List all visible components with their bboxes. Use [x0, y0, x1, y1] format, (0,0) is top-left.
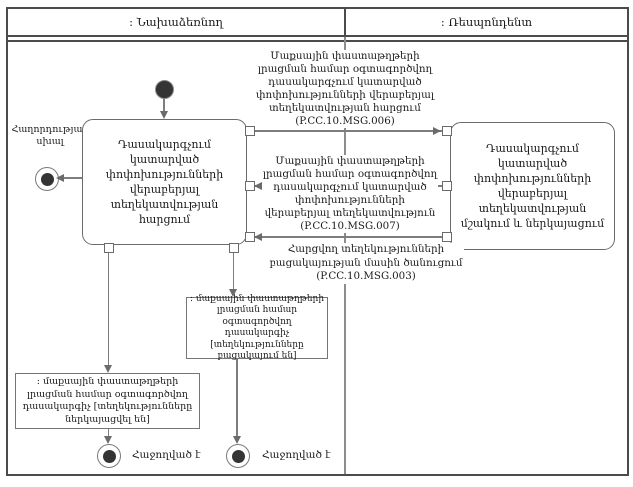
final-node-success-left [97, 444, 121, 468]
message-label-msg003: Հարցվող տեղեկությունների բացակայության մ… [268, 243, 464, 284]
object-classifier-presented-label: : մաքսային փաստաթղթերի լրացման համար օգտ… [22, 376, 193, 425]
activity-process-info: Դասակարգչում կատարված փոփոխությունների վ… [450, 122, 615, 250]
final-node-error [35, 167, 59, 191]
swimlane-respondent-label: : Ռեսպոնդենտ [440, 15, 533, 29]
object-classifier-absent-label: : մաքսային փաստաթղթերի լրացման համար օգտ… [189, 293, 325, 362]
arrowhead-object-presented-down-icon [103, 365, 112, 373]
pin-process-out-msg003 [442, 232, 452, 242]
arrowhead-final-left-down-icon [103, 436, 112, 444]
flow-msg003 [253, 236, 442, 238]
pin-request-out-presented [104, 243, 114, 253]
activity-request-info: Դասակարգչում կատարված փոփոխությունների վ… [82, 119, 247, 245]
flow-start-to-request [163, 97, 165, 113]
arrowhead-msg006-right-icon [433, 126, 441, 135]
swimlane-header-respondent: : Ռեսպոնդենտ [346, 9, 627, 35]
pin-process-out-msg007 [442, 181, 452, 191]
flow-to-object-presented [107, 251, 109, 367]
final-node-success-left-core [102, 449, 116, 463]
swimlane-initiator-label: : Նախաձեռնող [129, 15, 223, 29]
arrowhead-object-absent-down-icon [228, 289, 237, 297]
final-node-success-right-core [231, 449, 245, 463]
flow-request-to-error [57, 177, 82, 179]
flow-presented-to-final [107, 427, 109, 437]
arrowhead-msg003-left-icon [254, 232, 262, 241]
pin-request-out-absent [229, 243, 239, 253]
error-final-label: Հաղորդության սխալ [11, 124, 89, 147]
swimlane-header-row: : Նախաձեռնող : Ռեսպոնդենտ [8, 9, 627, 37]
object-node-classifier-absent: : մաքսային փաստաթղթերի լրացման համար օգտ… [186, 294, 328, 361]
final-node-success-right [226, 444, 250, 468]
activity-request-info-label: Դասակարգչում կատարված փոփոխությունների վ… [105, 138, 224, 226]
object-node-classifier-presented: : մաքսային փաստաթղթերի լրացման համար օգտ… [15, 373, 200, 429]
initial-node [155, 80, 174, 99]
arrowhead-msg007-left-icon [254, 181, 262, 190]
success-label-right: Հաջողված է [262, 449, 331, 461]
success-label-left: Հաջողված է [132, 449, 201, 461]
activity-process-info-label: Դասակարգչում կատարված փոփոխությունների վ… [460, 142, 605, 230]
message-label-msg007: Մաքսային փաստաթղթերի լրացման համար օգտագ… [262, 155, 438, 233]
swimlane-header-initiator: : Նախաձեռնող [8, 9, 346, 35]
flow-to-object-absent [232, 251, 234, 291]
pin-process-in-msg006 [442, 126, 452, 136]
arrowhead-final-right-down-icon [232, 436, 241, 444]
final-node-error-core [40, 172, 54, 186]
header-underline [8, 40, 627, 42]
flow-msg006 [253, 130, 442, 132]
flow-absent-to-final [236, 357, 238, 437]
message-label-msg006: Մաքսային փաստաթղթերի լրացման համար օգտագ… [247, 50, 443, 128]
pin-request-out-msg006 [245, 126, 255, 136]
arrowhead-start-down-icon [159, 111, 168, 119]
arrowhead-error-left-icon [56, 173, 64, 182]
